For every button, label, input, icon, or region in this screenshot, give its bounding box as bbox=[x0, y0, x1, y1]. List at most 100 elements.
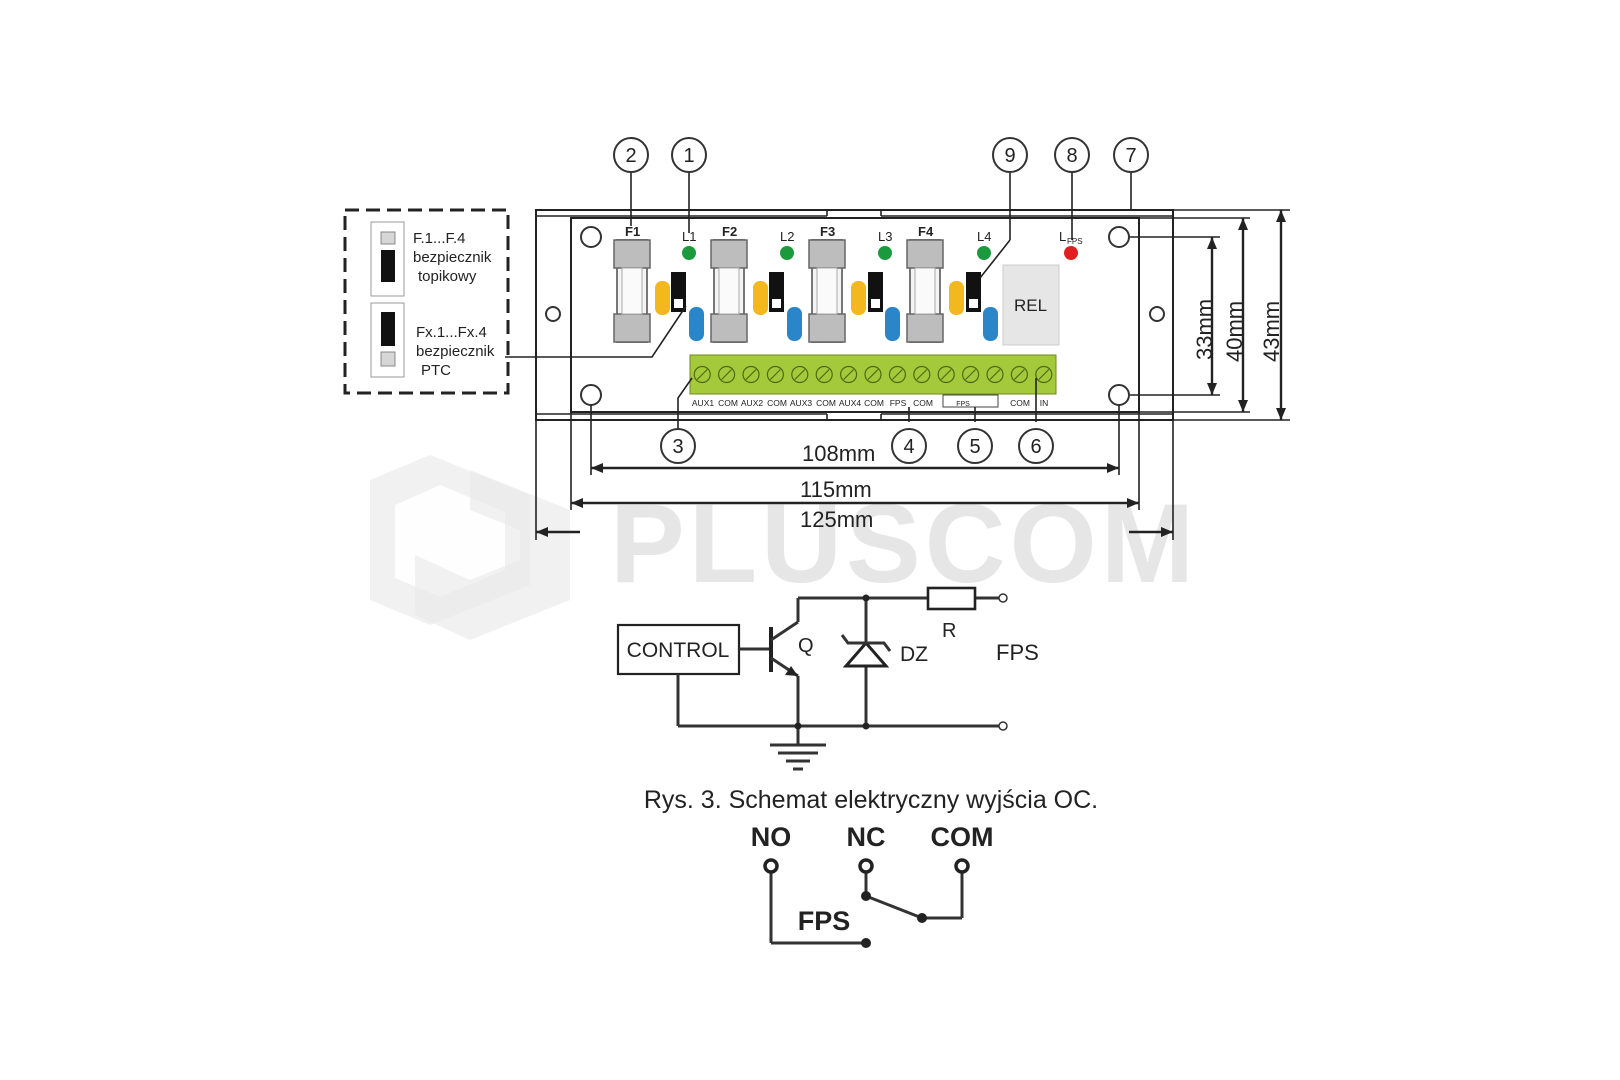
jumper-1-icon bbox=[671, 272, 686, 312]
relay-label: REL bbox=[1014, 296, 1047, 315]
figure-caption: Rys. 3. Schemat elektryczny wyjścia OC. bbox=[644, 786, 1098, 814]
transistor-q-icon bbox=[769, 598, 800, 745]
capacitor-icon bbox=[885, 307, 900, 341]
jumper-2-icon bbox=[769, 272, 784, 312]
jumper-closed-icon bbox=[381, 312, 395, 346]
contact-nc-icon bbox=[858, 858, 874, 874]
terminal-screw-slot bbox=[867, 369, 879, 380]
contact-no-icon bbox=[763, 858, 779, 874]
control-label: CONTROL bbox=[627, 639, 730, 662]
led-label-l2: L2 bbox=[780, 229, 794, 244]
zener-label: DZ bbox=[900, 643, 928, 666]
callout-4: 4 bbox=[903, 436, 914, 458]
terminal-screw-slot bbox=[940, 369, 952, 380]
led-fps-icon bbox=[1064, 246, 1078, 260]
callouts: 2 1 9 8 7 3 4 5 6 bbox=[613, 137, 1149, 464]
terminal-label: COM bbox=[913, 398, 933, 408]
dim-108: 108mm bbox=[802, 441, 875, 466]
terminal-label: COM bbox=[767, 398, 787, 408]
dim-43: 43mm bbox=[1259, 301, 1284, 362]
ground-icon bbox=[770, 743, 826, 771]
output-terminal-icon bbox=[998, 593, 1008, 603]
fuse-f4 bbox=[906, 239, 944, 343]
callout-2: 2 bbox=[625, 145, 636, 167]
led-label-l1: L1 bbox=[682, 229, 696, 244]
terminal-label: AUX1 bbox=[692, 398, 714, 408]
legend-ptc-line2: bezpiecznik bbox=[416, 343, 495, 360]
watermark-text: PLUSCOM bbox=[610, 481, 1198, 606]
mount-hole bbox=[1149, 306, 1165, 322]
terminal-label: FPS bbox=[956, 401, 970, 408]
terminal-screw-slot bbox=[916, 369, 928, 380]
terminal-screw-slot bbox=[989, 369, 1001, 380]
mount-hole bbox=[545, 306, 561, 322]
terminal-screw-slot bbox=[696, 369, 708, 380]
terminal-label: FPS bbox=[890, 398, 907, 408]
terminal-screw-slot bbox=[891, 369, 903, 380]
legend-ptc-line1: Fx.1...Fx.4 bbox=[416, 324, 487, 341]
jumper-closed-icon bbox=[381, 250, 395, 282]
zener-dz-icon bbox=[794, 594, 892, 730]
fps-jumper-outline bbox=[942, 394, 999, 408]
pcb-board: F1 F2 F3 F4 L1 L2 L3 L4 L FPS bbox=[570, 217, 1140, 413]
fuse-legend: F.1...F.4 bezpiecznik topikowy Fx.1...Fx… bbox=[343, 208, 510, 395]
led-l3-icon bbox=[878, 246, 892, 260]
capacitor-icon bbox=[753, 281, 768, 315]
terminal-screw-slot bbox=[769, 369, 781, 380]
fuse-label-f2: F2 bbox=[722, 224, 737, 239]
terminal-label: AUX3 bbox=[790, 398, 812, 408]
led-label-l3: L3 bbox=[878, 229, 892, 244]
fuse-label-f3: F3 bbox=[820, 224, 835, 239]
terminal-screw-slot bbox=[721, 369, 733, 380]
callout-5: 5 bbox=[969, 436, 980, 458]
terminal-label: COM bbox=[1010, 398, 1030, 408]
output-terminal-icon bbox=[998, 721, 1008, 731]
capacitor-icon bbox=[787, 307, 802, 341]
dimensions-horizontal: 108mm 115mm 125mm bbox=[535, 405, 1174, 540]
legend-leader bbox=[505, 305, 687, 358]
jumper-open-icon bbox=[380, 351, 396, 367]
terminal-screw-slot bbox=[843, 369, 855, 380]
led-label-l4: L4 bbox=[977, 229, 991, 244]
capacitor-icon bbox=[851, 281, 866, 315]
legend-glass-line1: F.1...F.4 bbox=[413, 230, 466, 247]
transistor-label: Q bbox=[798, 635, 814, 657]
housing bbox=[535, 209, 1174, 421]
relay-fps-label: FPS bbox=[798, 906, 851, 936]
oc-schematic: CONTROL Q bbox=[616, 586, 1039, 771]
relay-contacts-diagram: NO NC COM FPS bbox=[751, 822, 994, 948]
pcb-hole bbox=[580, 226, 602, 248]
dim-125: 125mm bbox=[800, 507, 873, 532]
schematic-output-label: FPS bbox=[996, 640, 1039, 665]
capacitor-icon bbox=[983, 307, 998, 341]
terminal-screw-slot bbox=[1013, 369, 1025, 380]
terminal-screw-slot bbox=[818, 369, 830, 380]
relay-block bbox=[1002, 264, 1060, 346]
terminal-label: COM bbox=[816, 398, 836, 408]
terminal-screw-slot bbox=[965, 369, 977, 380]
jumper-4-icon bbox=[966, 272, 981, 312]
legend-glass-line3: topikowy bbox=[418, 268, 477, 285]
pcb-hole bbox=[580, 384, 602, 406]
callout-1: 1 bbox=[683, 145, 694, 167]
fuse-f2 bbox=[710, 239, 748, 343]
callout-7: 7 bbox=[1125, 145, 1136, 167]
relay-no-label: NO bbox=[751, 822, 792, 852]
terminal-screw-slot bbox=[794, 369, 806, 380]
capacitor-icon bbox=[689, 307, 704, 341]
resistor-r-icon bbox=[926, 586, 977, 611]
watermark-logo-icon bbox=[370, 455, 570, 640]
capacitor-icon bbox=[655, 281, 670, 315]
terminal-label: AUX4 bbox=[839, 398, 861, 408]
terminal-block bbox=[689, 354, 1057, 395]
capacitor-icon bbox=[949, 281, 964, 315]
led-l4-icon bbox=[977, 246, 991, 260]
watermark: PLUSCOM bbox=[370, 455, 1198, 640]
led-l1-icon bbox=[682, 246, 696, 260]
fuse-f1 bbox=[613, 239, 651, 343]
contact-com-icon bbox=[954, 858, 970, 874]
relay-com-label: COM bbox=[931, 822, 994, 852]
callout-9: 9 bbox=[1004, 145, 1015, 167]
